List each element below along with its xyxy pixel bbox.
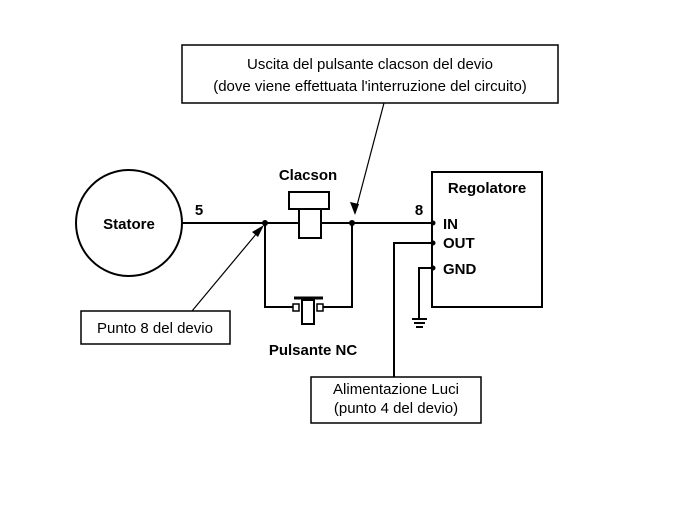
out-wire <box>393 242 433 378</box>
wire-number-8: 8 <box>415 202 423 219</box>
pin-gnd-label: GND <box>443 261 477 278</box>
horn-body <box>298 208 322 239</box>
point8-note-leader <box>191 226 263 312</box>
pin-out-label: OUT <box>443 235 475 252</box>
regulator-box <box>431 171 543 308</box>
button-branch <box>264 223 293 308</box>
point8-note-label: Punto 8 del devio <box>97 320 213 337</box>
pin-in-label: IN <box>443 216 458 233</box>
top-note-arrowhead <box>350 202 359 215</box>
horn-top <box>288 191 330 210</box>
wire-number-5: 5 <box>195 202 203 219</box>
button-branch-right <box>323 223 353 308</box>
button-terminal-left <box>292 303 300 312</box>
pin-in-dot <box>430 220 436 226</box>
button-terminal-right <box>316 303 324 312</box>
regulator-label: Regolatore <box>448 180 526 197</box>
top-note-line1: Uscita del pulsante clacson del devio <box>247 56 493 73</box>
point8-note-arrowhead <box>252 225 264 237</box>
lights-note-line2: (punto 4 del devio) <box>334 400 458 417</box>
button-label: Pulsante NC <box>269 342 358 359</box>
point8-note-box <box>80 310 231 345</box>
top-note-box <box>181 44 559 104</box>
lights-note-line1: Alimentazione Luci <box>333 381 459 398</box>
ground-icon <box>412 318 427 328</box>
lights-note-box <box>310 376 482 424</box>
stator-label: Statore <box>103 216 155 233</box>
top-note-leader <box>354 102 385 214</box>
top-note-line2: (dove viene effettuata l'interruzione de… <box>213 78 527 95</box>
horn-label: Clacson <box>279 167 337 184</box>
gnd-wire <box>418 267 433 319</box>
button-plunger <box>301 299 315 325</box>
